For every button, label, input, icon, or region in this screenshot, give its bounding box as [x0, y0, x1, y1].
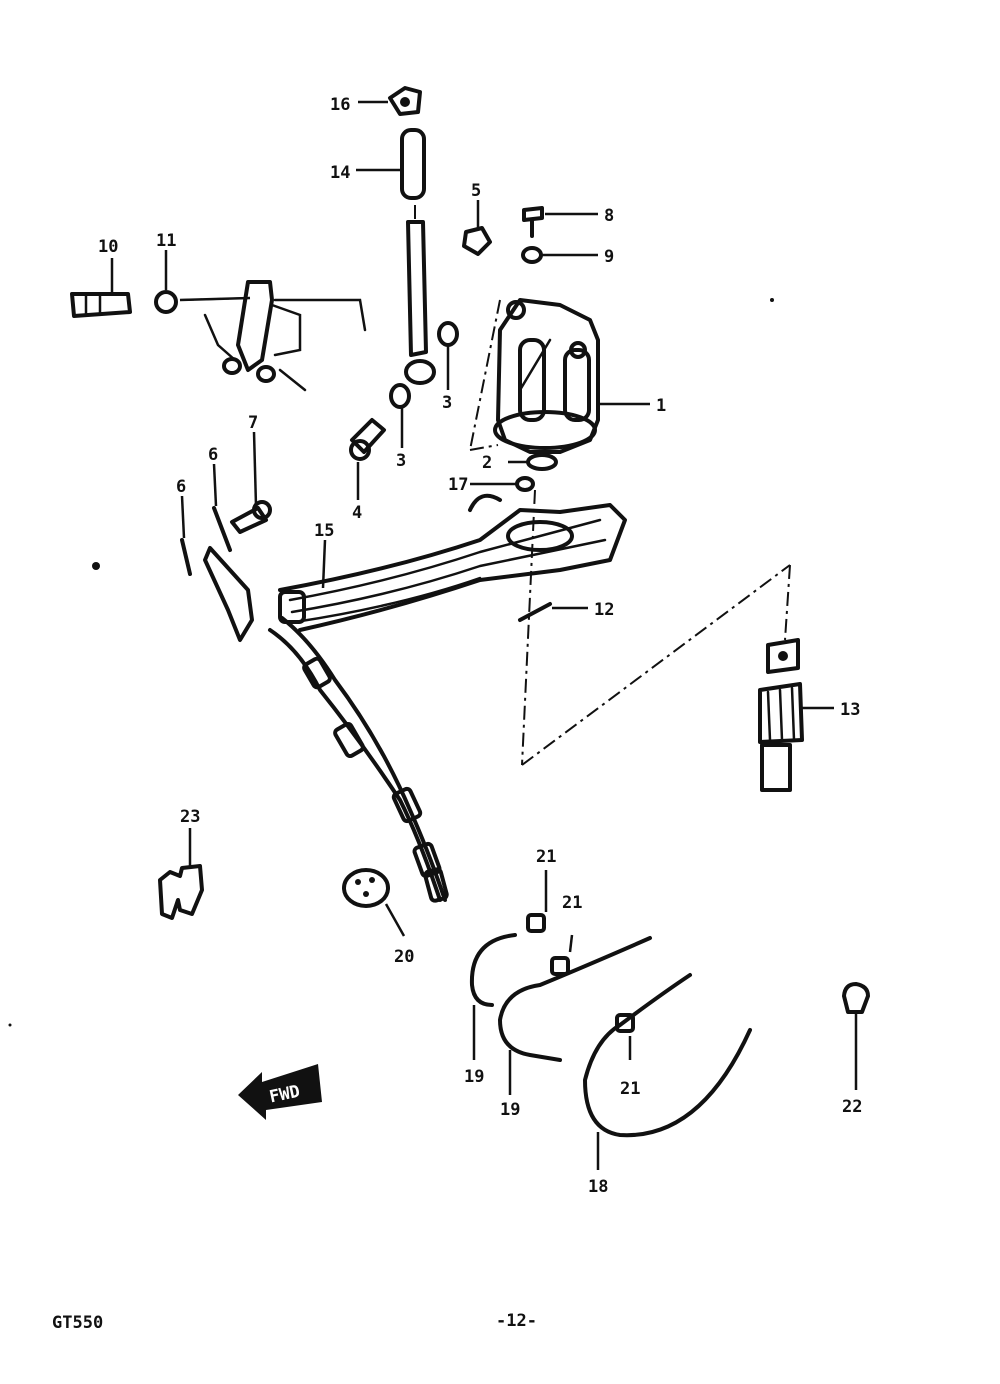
callout-numbers: 16 14 5 8 9 10 11 1 3 3 2 17 4 7 6 6 15 … — [98, 95, 862, 1197]
callout-3b: 3 — [396, 451, 406, 471]
part-cap-22 — [842, 982, 870, 1014]
part-mount-bracket — [203, 280, 367, 392]
callout-8: 8 — [604, 206, 614, 226]
callout-18: 18 — [588, 1177, 608, 1197]
part-screw-8 — [522, 206, 544, 238]
part-gear-shaft-13 — [758, 638, 804, 792]
callout-2: 2 — [482, 453, 492, 473]
fwd-direction-arrow — [238, 1064, 322, 1120]
callout-21a: 21 — [536, 847, 556, 867]
part-hose-19b — [498, 936, 652, 1062]
part-pin-6a — [212, 506, 232, 552]
part-nut-5 — [462, 226, 492, 256]
part-connector-21a — [526, 913, 546, 933]
footer-model: GT550 — [52, 1313, 103, 1333]
part-nut-11 — [154, 290, 178, 314]
callout-15: 15 — [314, 521, 334, 541]
callout-10: 10 — [98, 237, 118, 257]
callout-19a: 19 — [464, 1067, 484, 1087]
part-washer-3a — [437, 321, 459, 347]
part-washer-3b — [389, 383, 411, 409]
part-hose-19a — [469, 933, 517, 1007]
leader-lines — [110, 100, 858, 1170]
callout-16: 16 — [330, 95, 350, 115]
callout-12: 12 — [594, 600, 614, 620]
callout-11: 11 — [156, 231, 176, 251]
part-pin-12 — [518, 602, 552, 622]
callout-9: 9 — [604, 247, 614, 267]
callout-19b: 19 — [500, 1100, 520, 1120]
speckles — [8, 298, 774, 1027]
part-clamp-23 — [158, 864, 204, 920]
part-oring-17 — [515, 476, 535, 492]
callout-6a: 6 — [208, 445, 218, 465]
callout-23: 23 — [180, 807, 200, 827]
part-harness-15 — [203, 493, 627, 903]
part-hose-18 — [583, 973, 752, 1138]
part-grommet-20 — [342, 868, 390, 908]
callout-6b: 6 — [176, 477, 186, 497]
part-tube-lower — [404, 220, 436, 385]
part-seal-2 — [526, 453, 558, 471]
callout-21b: 21 — [562, 893, 582, 913]
footer-page-number: -12- — [496, 1311, 537, 1331]
part-bolt-4 — [349, 418, 386, 461]
callout-1: 1 — [656, 396, 666, 416]
callout-17: 17 — [448, 475, 468, 495]
callout-13: 13 — [840, 700, 860, 720]
part-pin-6b — [180, 538, 192, 576]
callout-20: 20 — [394, 947, 414, 967]
part-bolt-10 — [70, 292, 132, 318]
callout-3a: 3 — [442, 393, 452, 413]
part-bolt-7 — [230, 500, 272, 534]
part-washer-9 — [521, 246, 543, 264]
callout-22: 22 — [842, 1097, 862, 1117]
callout-7: 7 — [248, 413, 258, 433]
part-connector-21b — [550, 956, 570, 976]
part-housing-1 — [493, 298, 600, 454]
callout-5: 5 — [471, 181, 481, 201]
callout-4: 4 — [352, 503, 362, 523]
part-hose-14 — [400, 128, 426, 200]
part-clip-16 — [388, 86, 422, 116]
part-connector-21c — [615, 1013, 635, 1033]
callout-14: 14 — [330, 163, 350, 183]
callout-21c: 21 — [620, 1079, 640, 1099]
